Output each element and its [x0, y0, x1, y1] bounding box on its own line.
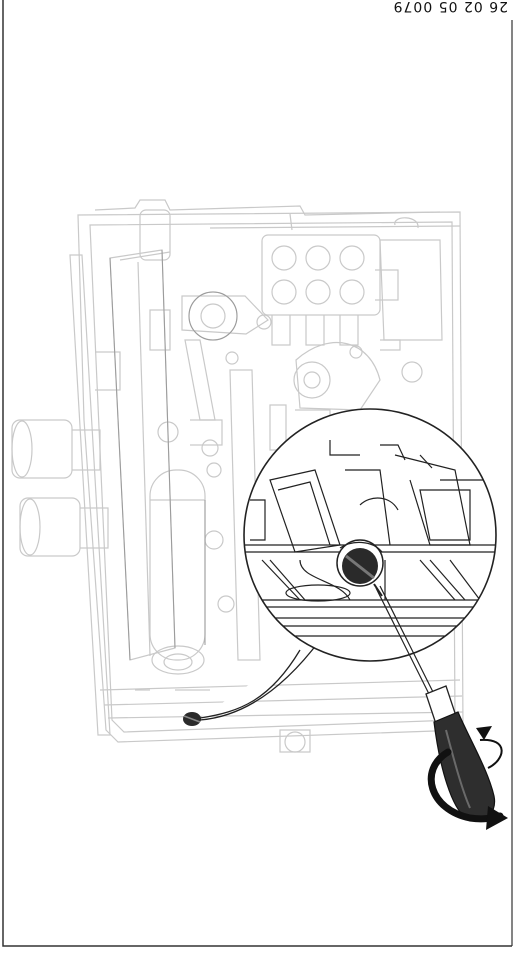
adjustment-screw-small — [183, 712, 201, 726]
adjustment-screw-large — [336, 539, 384, 587]
